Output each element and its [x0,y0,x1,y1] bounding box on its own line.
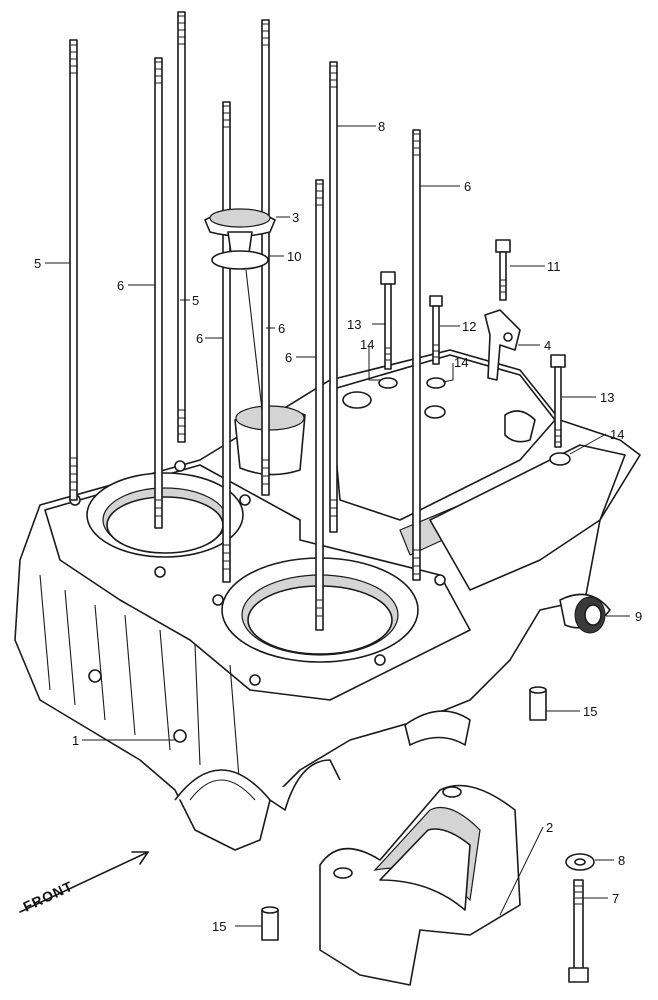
washer-8-lower [565,853,595,871]
bolt-13-right [550,354,566,448]
washer-14 [378,377,571,466]
bracket-4 [484,309,521,381]
callout-14-left: 14 [360,337,374,352]
stud-2 [154,57,163,529]
bolt-7 [568,879,589,983]
callout-6-lower: 6 [285,350,292,365]
stud-6 [315,179,324,631]
callout-7: 7 [612,891,619,906]
callout-6-mid: 6 [278,321,285,336]
upper-crankcase [14,349,641,851]
callout-13-right: 13 [600,390,614,405]
filler-gasket [211,250,269,411]
stud-5-center [177,11,186,443]
bearing-cap-2 [319,784,521,986]
callout-11: 11 [547,259,561,274]
callout-6-center: 6 [196,331,203,346]
bolt-13-left [380,271,396,370]
callout-5-center: 5 [192,293,199,308]
stud-left-long [69,39,78,501]
callout-4: 4 [544,338,551,353]
front-arrow [19,851,149,913]
callout-1: 1 [72,733,79,748]
callout-15-right: 15 [583,704,597,719]
stud-3 [222,101,231,583]
callout-14-right: 14 [610,427,624,442]
bolt-11 [495,239,511,301]
stud-right-long [412,129,421,581]
callout-6-right: 6 [464,179,471,194]
callout-6-left: 6 [117,278,124,293]
dowel-pin-15-left [261,906,279,941]
callout-leaders [45,125,630,927]
callout-labels: 5 6 5 6 6 6 8 6 3 10 11 12 13 4 14 14 13… [34,119,642,934]
bolt-12 [429,295,443,365]
callout-9: 9 [635,609,642,624]
oil-filler-cap [204,208,276,261]
callout-2: 2 [546,820,553,835]
dowel-pin-15-right [529,686,547,721]
callout-10: 10 [287,249,301,264]
callout-12: 12 [462,319,476,334]
front-label: FRONT [21,878,76,915]
callout-8-lower: 8 [618,853,625,868]
callout-15-left: 15 [212,919,226,934]
callout-3: 3 [292,210,299,225]
callout-5-left: 5 [34,256,41,271]
callout-14-mid: 14 [454,355,468,370]
callout-8-top: 8 [378,119,385,134]
stud-5 [329,61,338,533]
callout-13-left: 13 [347,317,361,332]
